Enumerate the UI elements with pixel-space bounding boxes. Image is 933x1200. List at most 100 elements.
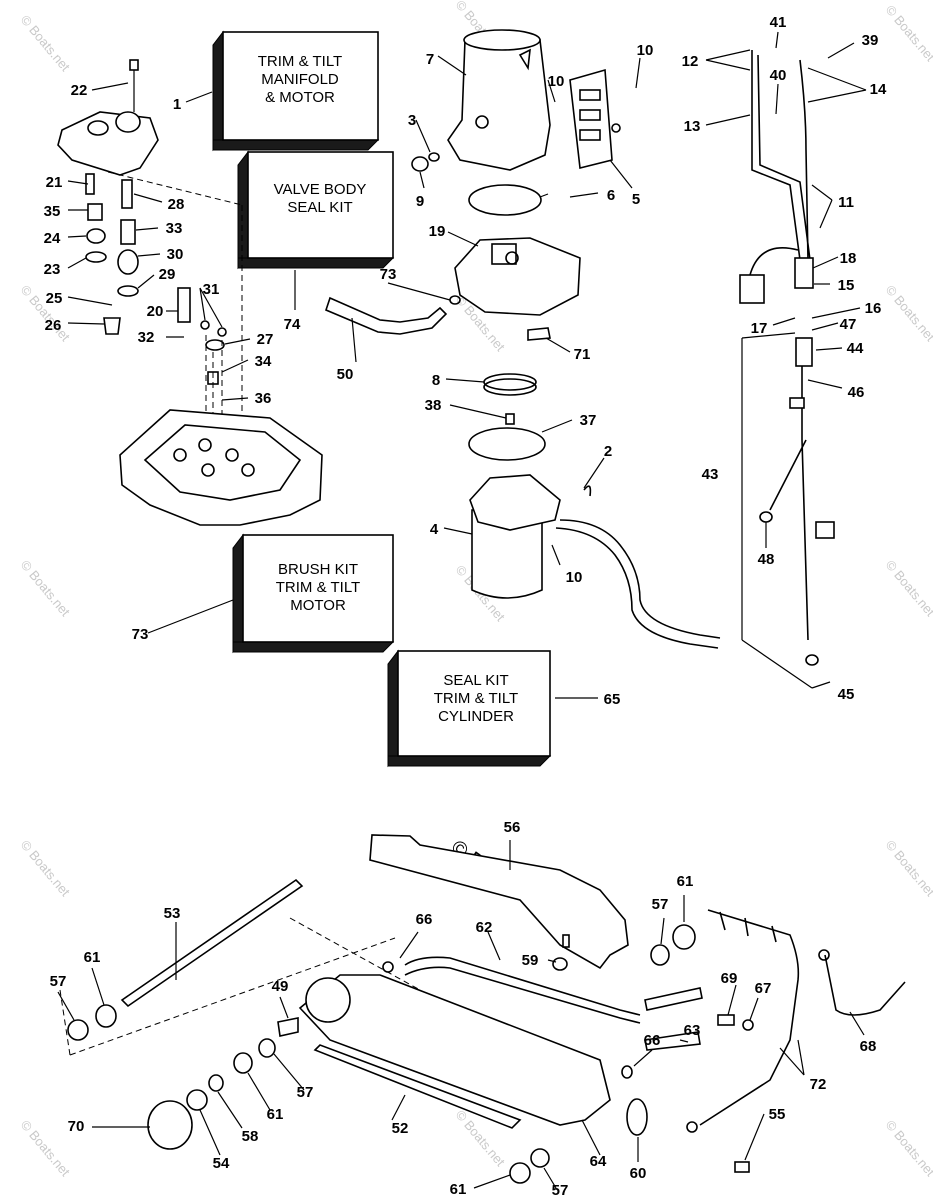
kit-label-line: SEAL KIT [287,199,352,216]
callout-74: 74 [284,316,301,333]
wiring-harness-drawing [739,50,835,689]
clamp-and-motor-drawing [468,373,721,649]
callout-26: 26 [45,317,62,334]
callout-numbers: 1 2 3 4 5 6 7 8 9 10 10 10 11 12 13 14 1… [44,14,887,1199]
callout-25: 25 [46,290,63,307]
callout-63: 63 [684,1022,701,1039]
callout-72: 72 [810,1076,827,1093]
callout-10: 10 [637,42,654,59]
callout-1: 1 [173,96,181,113]
callout-3: 3 [408,112,416,129]
callout-9: 9 [416,193,424,210]
callout-16: 16 [865,300,882,317]
kit-label-line: TRIM & TILT [276,579,360,596]
callout-47: 47 [840,316,857,333]
callout-18: 18 [840,250,857,267]
callout-36: 36 [255,390,272,407]
callout-27: 27 [257,331,274,348]
callout-40: 40 [770,67,787,84]
callout-61: 61 [450,1181,467,1198]
pump-manifold-drawing [325,237,581,341]
callout-65: 65 [604,691,621,708]
callout-29: 29 [159,266,176,283]
callout-30: 30 [167,246,184,263]
callout-2: 2 [604,443,612,460]
callout-5: 5 [632,191,640,208]
callout-43: 43 [702,466,719,483]
callout-14: 14 [870,81,887,98]
callout-57: 57 [50,973,67,990]
callout-37: 37 [580,412,597,429]
watermark: © Boats.net [18,1117,74,1179]
callout-17: 17 [751,320,768,337]
callout-56: 56 [504,819,521,836]
callout-71: 71 [574,346,591,363]
callout-64: 64 [590,1153,607,1170]
kit-label-line: MOTOR [290,597,346,614]
callout-57: 57 [652,896,669,913]
callout-33: 33 [166,220,183,237]
callout-61: 61 [677,873,694,890]
watermark: © Boats.net [18,837,74,899]
callout-70: 70 [68,1118,85,1135]
callout-48: 48 [758,551,775,568]
callout-58: 58 [242,1128,259,1145]
callout-44: 44 [847,340,864,357]
callout-39: 39 [862,32,879,49]
callout-12: 12 [682,53,699,70]
watermark: © Boats.net [883,282,933,344]
callout-45: 45 [838,686,855,703]
watermark: © Boats.net [883,837,933,899]
kit-label-line: TRIM & TILT [434,690,518,707]
callout-6: 6 [607,187,615,204]
callout-34: 34 [255,353,272,370]
callout-11: 11 [838,194,854,211]
ground-straps-drawing [686,909,906,1133]
kit-label-line: MANIFOLD [261,71,339,88]
callout-54: 54 [213,1155,230,1172]
callout-55: 55 [769,1106,786,1123]
callout-10: 10 [548,73,565,90]
orings-and-fittings-drawing [411,152,542,305]
callout-52: 52 [392,1120,409,1137]
callout-61: 61 [84,949,101,966]
callout-21: 21 [46,174,63,191]
callout-50: 50 [337,366,354,383]
callout-7: 7 [426,51,434,68]
callout-60: 60 [630,1165,647,1182]
kit-label-line: VALVE BODY [274,181,367,198]
callout-35: 35 [44,203,61,220]
watermark: © Boats.net [883,2,933,64]
callout-23: 23 [44,261,61,278]
kit-label-line: & MOTOR [265,89,335,106]
callout-73: 73 [380,266,397,283]
callout-69: 69 [721,970,738,987]
callout-38: 38 [425,397,442,414]
callout-20: 20 [147,303,164,320]
callout-73: 73 [132,626,149,643]
kit-box-seal-kit-cylinder: SEAL KIT TRIM & TILT CYLINDER [387,649,552,768]
kit-label-line: BRUSH KIT [278,561,358,578]
callout-49: 49 [272,978,289,995]
callout-19: 19 [429,223,446,240]
callout-57: 57 [297,1084,314,1101]
manifold-cover-drawing [57,59,159,176]
callout-57: 57 [552,1182,569,1199]
callout-62: 62 [476,919,493,936]
callout-61: 61 [267,1106,284,1123]
valve-body-drawing [119,409,323,526]
callout-31: 31 [203,281,220,298]
callout-59: 59 [522,952,539,969]
kit-box-trim-tilt-manifold: TRIM & TILT MANIFOLD & MOTOR [212,30,380,152]
tilt-cylinder-drawing [59,834,703,1129]
callout-13: 13 [684,118,701,135]
callout-41: 41 [770,14,787,31]
callout-15: 15 [838,277,855,294]
callout-10: 10 [566,569,583,586]
callout-66: 66 [416,911,433,928]
callout-28: 28 [168,196,185,213]
callout-67: 67 [755,980,772,997]
callout-53: 53 [164,905,181,922]
callout-46: 46 [848,384,865,401]
